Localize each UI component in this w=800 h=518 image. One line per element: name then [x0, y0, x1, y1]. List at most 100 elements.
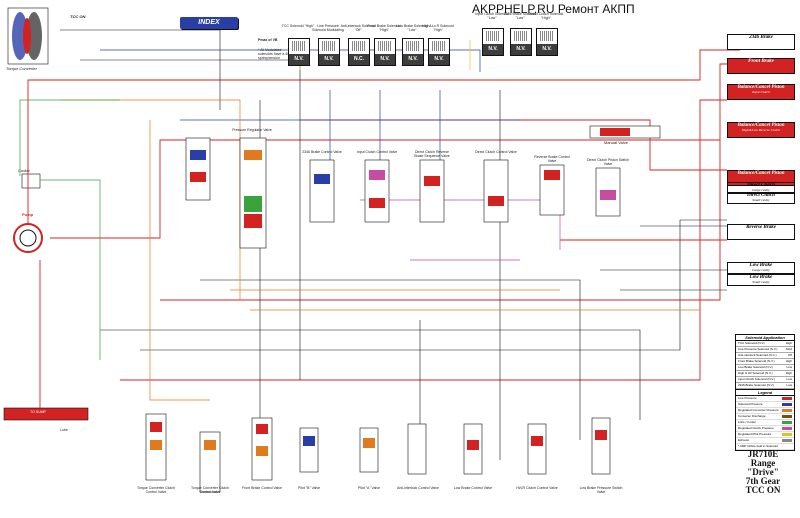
- legend-row: Solenoid Pressure: [736, 402, 794, 408]
- valve-label: Input Clutch Control Valve: [356, 150, 398, 154]
- solenoid[interactable]: N.V.: [402, 38, 424, 66]
- legend-swatch: [782, 421, 792, 424]
- output-box-sublabel: Large cavity: [752, 188, 770, 192]
- pressure-note: * All Modulated solenoids have a 40° spr…: [258, 48, 291, 60]
- page-title: AKPPHELP.RU Ремонт АКПП: [472, 2, 635, 16]
- solenoid-state: High: [785, 371, 792, 375]
- solenoid-state: Low: [786, 383, 792, 387]
- solenoid-name: Input Clutch Solenoid (N.V.): [738, 377, 775, 381]
- valve-label: Front Brake Control Valve: [241, 486, 282, 490]
- legend-name: * AMP Orifice built in Solenoid: [738, 444, 778, 448]
- solenoid-state: Low: [786, 365, 792, 369]
- legend-swatch: [782, 427, 792, 430]
- output-box[interactable]: Reverse Brake: [727, 224, 795, 240]
- solenoid[interactable]: N.V.: [318, 38, 340, 66]
- valve-label: Direct Clutch Piston Switch Valve: [586, 158, 629, 166]
- output-box[interactable]: 2346 Brake: [727, 34, 795, 50]
- output-box-sublabel: Small cavity: [752, 198, 770, 202]
- output-box-sublabel: High&Low Reverse Clutch: [742, 128, 780, 132]
- solenoid[interactable]: N.V.: [288, 38, 310, 66]
- solenoid-cap: N.C.: [349, 54, 369, 65]
- solenoid[interactable]: N.V.: [374, 38, 396, 66]
- legend-row: Lube / Cooler: [736, 420, 794, 426]
- solenoid-table-title: Solenoid Application: [736, 335, 794, 341]
- solenoid-cap: N.V.: [289, 54, 309, 65]
- valve-label: Reverse Brake Control Valve: [534, 155, 570, 163]
- solenoid-state: High: [785, 341, 792, 345]
- legend-name: Lube / Cooler: [738, 420, 757, 424]
- output-box-label: Balance/Cancel Piston: [737, 123, 785, 128]
- solenoid[interactable]: N.V.: [428, 38, 450, 66]
- solenoid-table-row: Low Brake Solenoid (N.V.) Low: [736, 365, 794, 371]
- solenoid-state: Off: [788, 353, 792, 357]
- torque-converter-label: Torque Converter: [6, 66, 37, 71]
- solenoid-label: Line Pressure Solenoid Modulating: [312, 24, 344, 32]
- solenoid-coil-icon: [322, 41, 336, 51]
- solenoid-name: 2346 Brake Solenoid (N.V.): [738, 383, 775, 387]
- manual-valve: [589, 125, 661, 139]
- index-button[interactable]: INDEX: [180, 17, 238, 29]
- solenoid[interactable]: N.V.: [510, 28, 532, 56]
- solenoid-coil-icon: [486, 31, 500, 41]
- solenoid-cap: N.V.: [429, 54, 449, 65]
- output-box-label: 2346 Brake: [749, 35, 773, 40]
- legend-name: Line Pressure: [738, 396, 757, 400]
- solenoid-label: TCC Solenoid "High": [281, 24, 315, 28]
- output-box-label: Balance/Cancel Piston: [737, 85, 785, 90]
- solenoid-cap: N.V.: [319, 54, 339, 65]
- legend-row: Exhaust: [736, 438, 794, 444]
- output-box[interactable]: Front Brake: [727, 58, 795, 74]
- solenoid-application-table: Solenoid Application TCC Solenoid (N.V.)…: [735, 334, 795, 396]
- output-box-sublabel: Small cavity: [752, 280, 770, 284]
- solenoid-name: Line Pressure Solenoid (N.V.): [738, 347, 778, 351]
- legend-title: Legend: [736, 390, 794, 396]
- valve-label: Anti-interlock Control Valve: [397, 486, 439, 490]
- valve-label: Direct Clutch Reverse Brake Sequence Val…: [414, 150, 450, 158]
- solenoid-table-row: 2346 Brake Solenoid (N.V.) Low: [736, 383, 794, 389]
- output-box-label: Low Brake: [749, 263, 773, 268]
- solenoid-label: Anti-interlock Solenoid "Off": [340, 24, 376, 32]
- solenoid-label: Low Brake Solenoid "Low": [396, 24, 428, 32]
- solenoid[interactable]: N.C.: [348, 38, 370, 66]
- legend-swatch: [782, 445, 792, 448]
- valve-label: 2346 Brake Control Valve: [302, 150, 342, 154]
- output-box-label: Front Brake: [748, 59, 774, 64]
- output-box-sublabel: Large cavity: [752, 268, 770, 272]
- legend-name: Regulated Clutch Pressure: [738, 426, 774, 430]
- solenoid-state: Low: [786, 377, 792, 381]
- solenoid-table-row: Input Clutch Solenoid (N.V.) Low: [736, 377, 794, 383]
- solenoid-name: Low Brake Solenoid (N.V.): [738, 365, 774, 369]
- manual-valve-label: Manual Valve: [604, 140, 628, 145]
- torque-converter-icon: [7, 7, 49, 65]
- solenoid[interactable]: N.V.: [482, 28, 504, 56]
- solenoid-table-row: TCC Solenoid (N.V.) High: [736, 341, 794, 347]
- solenoid-state: Mod: [786, 347, 792, 351]
- mid-valve-bodies: [185, 137, 621, 249]
- legend-row: Converter Discharge: [736, 414, 794, 420]
- pmax-label: Pmax of VB: [258, 38, 278, 42]
- pump-label: Pump: [22, 212, 34, 217]
- solenoid-cap: N.V.: [483, 44, 503, 55]
- legend-name: Exhaust: [738, 438, 749, 442]
- solenoid-name: TCC Solenoid (N.V.): [738, 341, 766, 345]
- solenoid-coil-icon: [514, 31, 528, 41]
- solenoid-label: Input Clutch Solenoid "Low": [475, 12, 509, 20]
- oil-pan: [3, 407, 89, 421]
- model-label: JR710E: [747, 449, 779, 459]
- cooler-icon: [21, 173, 41, 189]
- gear-label: 7th Gear: [745, 476, 781, 486]
- valve-label: Pressure Regulator Valve: [232, 128, 272, 132]
- solenoid[interactable]: N.V.: [536, 28, 558, 56]
- solenoid-table-row: High & LR Solenoid (N.V.) High: [736, 371, 794, 377]
- solenoid-name: High & LR Solenoid (N.V.): [738, 371, 773, 375]
- valve-label: Torque Converter Clutch Control Valve: [137, 486, 175, 494]
